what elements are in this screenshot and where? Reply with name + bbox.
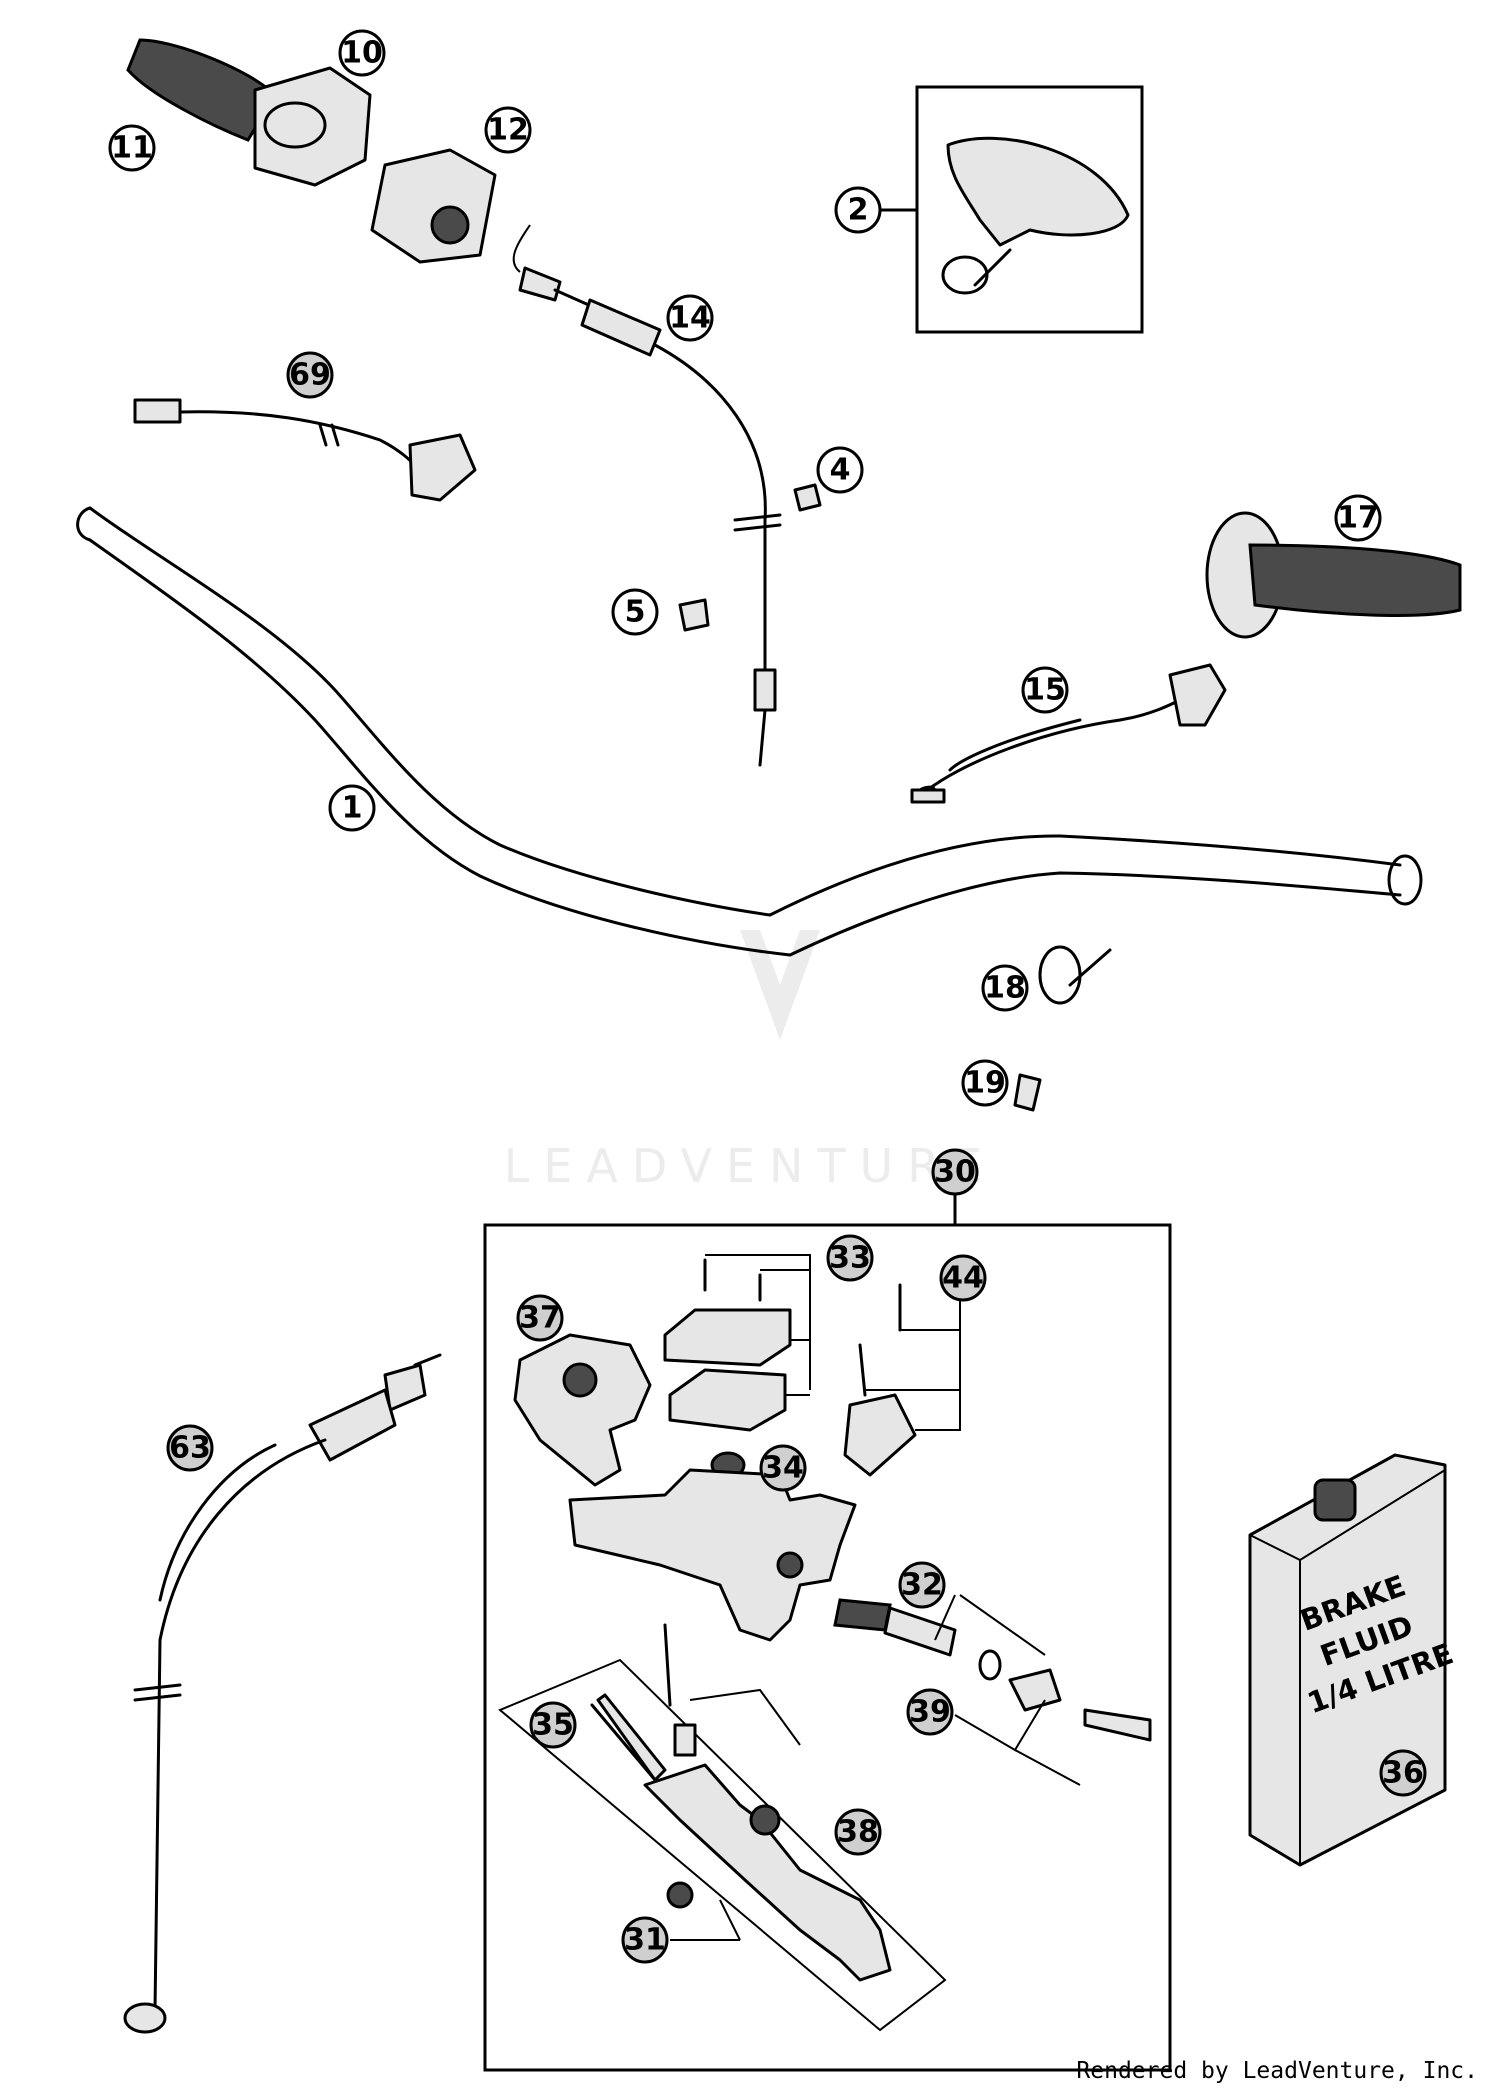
svg-text:39: 39	[909, 1695, 951, 1730]
callout-17: 17	[1334, 494, 1382, 542]
svg-text:31: 31	[624, 1923, 666, 1958]
callout-35: 35	[529, 1701, 577, 1749]
callout-32: 32	[898, 1561, 946, 1609]
svg-text:18: 18	[984, 971, 1026, 1006]
footer-credit: Rendered by LeadVenture, Inc.	[1076, 2058, 1478, 2084]
callout-69: 69	[286, 351, 334, 399]
svg-text:32: 32	[901, 1568, 943, 1603]
callout-11: 11	[108, 124, 156, 172]
svg-text:2: 2	[848, 193, 869, 228]
switch-part-15	[910, 663, 1227, 804]
watermark: LEADVENTURE	[504, 930, 997, 1193]
svg-text:10: 10	[341, 36, 383, 71]
callout-2: 2	[834, 186, 882, 234]
callout-18: 18	[981, 964, 1029, 1012]
svg-text:69: 69	[289, 358, 331, 393]
svg-text:15: 15	[1024, 673, 1066, 708]
callout-31: 31	[621, 1916, 669, 1964]
throttle-housing-part-10	[253, 66, 372, 187]
callout-30: 30	[931, 1148, 979, 1196]
svg-text:36: 36	[1382, 1756, 1424, 1791]
callout-36: 36	[1379, 1749, 1427, 1797]
svg-text:19: 19	[964, 1066, 1006, 1101]
svg-text:44: 44	[942, 1261, 984, 1296]
callout-10: 10	[338, 29, 386, 77]
callout-4: 4	[816, 446, 864, 494]
grip-part-17	[1205, 511, 1462, 639]
watermark-text: LEADVENTURE	[504, 1139, 997, 1193]
lever-group	[498, 1623, 947, 2032]
callout-5: 5	[611, 588, 659, 636]
cable-tie-part-18	[1038, 945, 1112, 1005]
svg-text:33: 33	[829, 1241, 871, 1276]
callout-33: 33	[826, 1234, 874, 1282]
svg-text:5: 5	[625, 595, 646, 630]
callout-39: 39	[906, 1688, 954, 1736]
callout-34: 34	[759, 1444, 807, 1492]
handlebar-part-1	[76, 506, 1423, 957]
box-part-30	[483, 1193, 1172, 2072]
svg-text:12: 12	[487, 113, 529, 148]
callout-19: 19	[961, 1059, 1009, 1107]
svg-text:38: 38	[837, 1815, 879, 1850]
callout-1: 1	[328, 784, 376, 832]
svg-text:11: 11	[111, 131, 153, 166]
callout-12: 12	[484, 106, 532, 154]
part-39	[954, 1668, 1152, 1786]
grip-part-11	[126, 38, 277, 142]
cap-part-33	[663, 1254, 811, 1432]
callout-63: 63	[166, 1424, 214, 1472]
svg-text:34: 34	[762, 1451, 804, 1486]
nut-part-5	[678, 598, 710, 632]
svg-text:1: 1	[342, 791, 363, 826]
svg-text:37: 37	[519, 1301, 561, 1336]
master-cylinder-body	[568, 1468, 857, 1642]
callout-14: 14	[666, 294, 714, 342]
svg-text:14: 14	[669, 301, 711, 336]
bracket-part-37	[513, 1333, 652, 1487]
nut-part-4	[793, 483, 822, 512]
brake-fluid-jug-part-36: BRAKE FLUID 1/4 LITRE	[1248, 1453, 1458, 1867]
callout-38: 38	[834, 1808, 882, 1856]
cable-part-14	[512, 224, 782, 767]
callout-44: 44	[939, 1254, 987, 1302]
clamp-part-44	[843, 1283, 961, 1477]
callout-15: 15	[1021, 666, 1069, 714]
sleeve-part-19	[1013, 1073, 1042, 1112]
svg-text:63: 63	[169, 1431, 211, 1466]
piston-part-32	[833, 1594, 1046, 1681]
callouts: 10 11 12 2 14 69 4 5 17 15 1 18 19 30 33…	[108, 29, 1427, 1964]
box-part-2	[878, 85, 1144, 334]
svg-text:17: 17	[1337, 501, 1379, 536]
switch-part-69	[133, 398, 477, 502]
cover-part-12	[370, 148, 497, 264]
callout-37: 37	[516, 1294, 564, 1342]
svg-text:35: 35	[532, 1708, 574, 1743]
svg-text:4: 4	[830, 453, 851, 488]
svg-text:30: 30	[934, 1155, 976, 1190]
brake-hose-part-63	[123, 1353, 442, 2034]
